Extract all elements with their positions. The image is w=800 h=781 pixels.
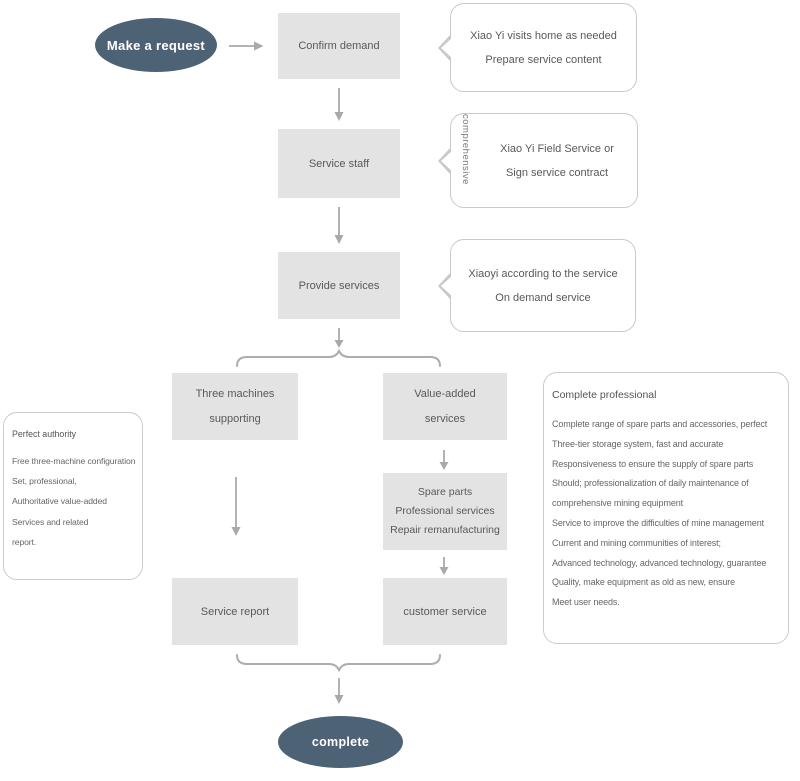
arrow-spare-to-customer <box>439 557 449 575</box>
step-label: Service staff <box>308 157 370 170</box>
arrow-staff-to-provide <box>334 207 344 244</box>
info-line: comprehensive mining equipment <box>552 498 683 509</box>
info-box-perfect-authority: Perfect authority Free three-machine con… <box>3 412 143 580</box>
callout-line: Prepare service content <box>485 53 602 66</box>
info-line: Free three-machine configuration <box>12 456 136 466</box>
callout-text: Xiao Yi Field Service or Sign service con… <box>474 137 614 185</box>
arrow-provide-to-split <box>334 328 344 348</box>
info-line: Service to improve the difficulties of m… <box>552 517 764 528</box>
spare-parts-line: Spare parts <box>417 486 473 498</box>
arrow-value-added-to-spare <box>439 450 449 470</box>
branch-box-value-added: Value-added services <box>383 373 507 440</box>
merge-brace-bottom <box>236 654 441 673</box>
start-ellipse: Make a request <box>95 18 217 72</box>
arrow-merge-to-complete <box>334 678 344 704</box>
branch-box-three-machines: Three machines supporting <box>172 373 298 440</box>
branch-label-line: supporting <box>209 412 261 425</box>
branch-label-line: Three machines <box>195 387 275 400</box>
info-line: Complete range of spare parts and access… <box>552 419 768 429</box>
step-label: Provide services <box>298 279 380 292</box>
info-line: Meet user needs. <box>552 597 620 608</box>
end-label: complete <box>311 735 370 749</box>
info-line: Advanced technology, advanced technology… <box>552 557 767 568</box>
spare-parts-line: Repair remanufacturing <box>390 524 500 536</box>
box-label: Service report <box>200 605 270 618</box>
callout-line: Xiaoyi according to the service <box>468 267 618 280</box>
info-line: Set, professional, <box>12 476 77 487</box>
callout-line: Sign service contract <box>505 166 609 179</box>
callout-line: Xiao Yi visits home as needed <box>470 29 617 42</box>
branch-label-line: Value-added <box>414 387 476 400</box>
info-line: Three-tier storage system, fast and accu… <box>552 438 724 449</box>
service-report-box: Service report <box>172 578 298 645</box>
box-label: customer service <box>403 605 487 618</box>
arrow-confirm-to-staff <box>334 88 344 121</box>
vertical-label-comprehensive: comprehensive <box>460 114 471 185</box>
info-line: Responsiveness to ensure the supply of s… <box>552 458 754 469</box>
info-line: Services and related <box>12 516 89 527</box>
step-box-confirm-demand: Confirm demand <box>278 13 400 79</box>
info-line: report. <box>12 536 37 547</box>
info-box-title: Perfect authority <box>12 429 77 439</box>
callout-service-staff: comprehensive Xiao Yi Field Service or Si… <box>438 113 638 208</box>
step-box-service-staff: Service staff <box>278 129 400 198</box>
callout-line: On demand service <box>495 291 591 304</box>
info-line: Authoritative value-added <box>12 496 107 507</box>
info-line: Quality, make equipment as old as new, e… <box>552 577 736 588</box>
customer-service-box: customer service <box>383 578 507 645</box>
info-line: Current and mining communities of intere… <box>552 537 721 548</box>
callout-text: Xiaoyi according to the service On demand… <box>468 262 617 310</box>
start-label: Make a request <box>106 37 206 53</box>
arrow-three-machines-to-report <box>231 477 241 536</box>
callout-line: Xiao Yi Field Service or <box>500 142 614 155</box>
branch-label-line: services <box>424 412 466 425</box>
info-box-title: Complete professional <box>552 389 657 401</box>
step-box-provide-services: Provide services <box>278 252 400 319</box>
callout-provide-services: Xiaoyi according to the service On demand… <box>438 239 636 332</box>
arrow-start-to-confirm <box>229 41 264 51</box>
info-box-complete-professional: Complete professional Complete range of … <box>543 372 789 644</box>
end-ellipse: complete <box>278 716 403 768</box>
info-line: Should; professionalization of daily mai… <box>552 478 749 489</box>
split-brace-top <box>236 348 441 367</box>
step-label: Confirm demand <box>298 40 380 52</box>
info-box-body: Complete range of spare parts and access… <box>552 415 784 613</box>
spare-parts-line: Professional services <box>395 505 495 517</box>
